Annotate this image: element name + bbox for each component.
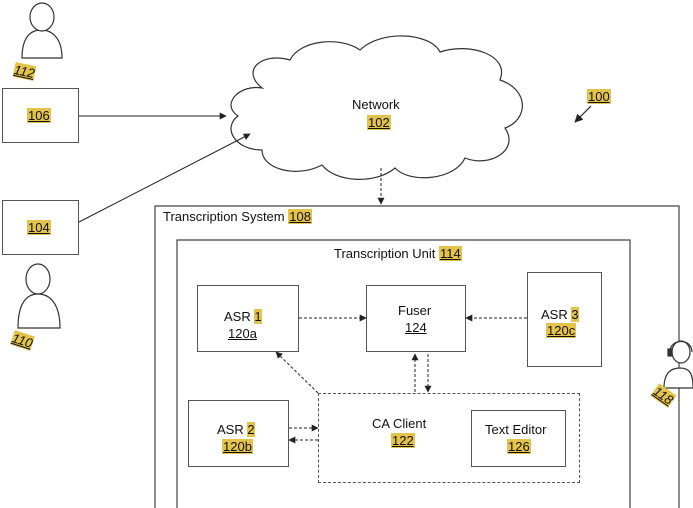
user-top-icon (21, 2, 63, 59)
network-ref: 102 (367, 115, 391, 130)
device-b-ref: 104 (27, 220, 51, 235)
asr1-ref: 120a (228, 326, 257, 341)
network-cloud (230, 35, 523, 180)
transcription-unit-title: Transcription Unit 114 (334, 246, 462, 261)
transcription-system-label: Transcription System (163, 209, 285, 224)
arrow-device-b-to-network (78, 133, 251, 223)
asr3-box (527, 272, 602, 367)
asr2-num: 2 (247, 422, 255, 437)
transcription-system-ref: 108 (288, 209, 312, 224)
transcription-system-title: Transcription System 108 (163, 209, 312, 224)
asr3-ref: 120c (546, 323, 577, 338)
transcription-unit-label: Transcription Unit (334, 246, 436, 261)
transcription-unit-frame (176, 239, 631, 508)
asr3-label: ASR (541, 307, 568, 322)
ca-client-ref: 122 (391, 433, 415, 448)
arrow-ca-to-asr1 (275, 351, 319, 394)
text-editor-ref: 126 (507, 439, 531, 454)
asr3-title: ASR 3 (541, 307, 579, 322)
transcription-unit-ref: 114 (439, 246, 462, 261)
asr1-box (197, 285, 299, 352)
asr1-num: 1 (254, 309, 262, 324)
asr2-title: ASR 2 (217, 422, 255, 437)
asr2-label: ASR (217, 422, 244, 437)
text-editor-label: Text Editor (485, 422, 547, 437)
fuser-ref: 124 (405, 320, 427, 335)
asr1-title: ASR 1 (224, 309, 262, 324)
user-bottom-icon (17, 263, 61, 329)
agent-headset-icon (663, 340, 693, 389)
arrow-figure-ref (574, 105, 592, 123)
fuser-box (366, 285, 466, 352)
figure-ref: 100 (587, 89, 611, 104)
device-a-ref: 106 (27, 108, 51, 123)
asr2-ref: 120b (222, 439, 253, 454)
asr3-num: 3 (571, 307, 579, 322)
text-editor-box (471, 410, 566, 467)
asr2-box (188, 400, 289, 467)
ca-client-label: CA Client (372, 416, 427, 431)
network-label: Network (352, 97, 400, 112)
fuser-label: Fuser (398, 303, 432, 318)
asr1-label: ASR (224, 309, 251, 324)
